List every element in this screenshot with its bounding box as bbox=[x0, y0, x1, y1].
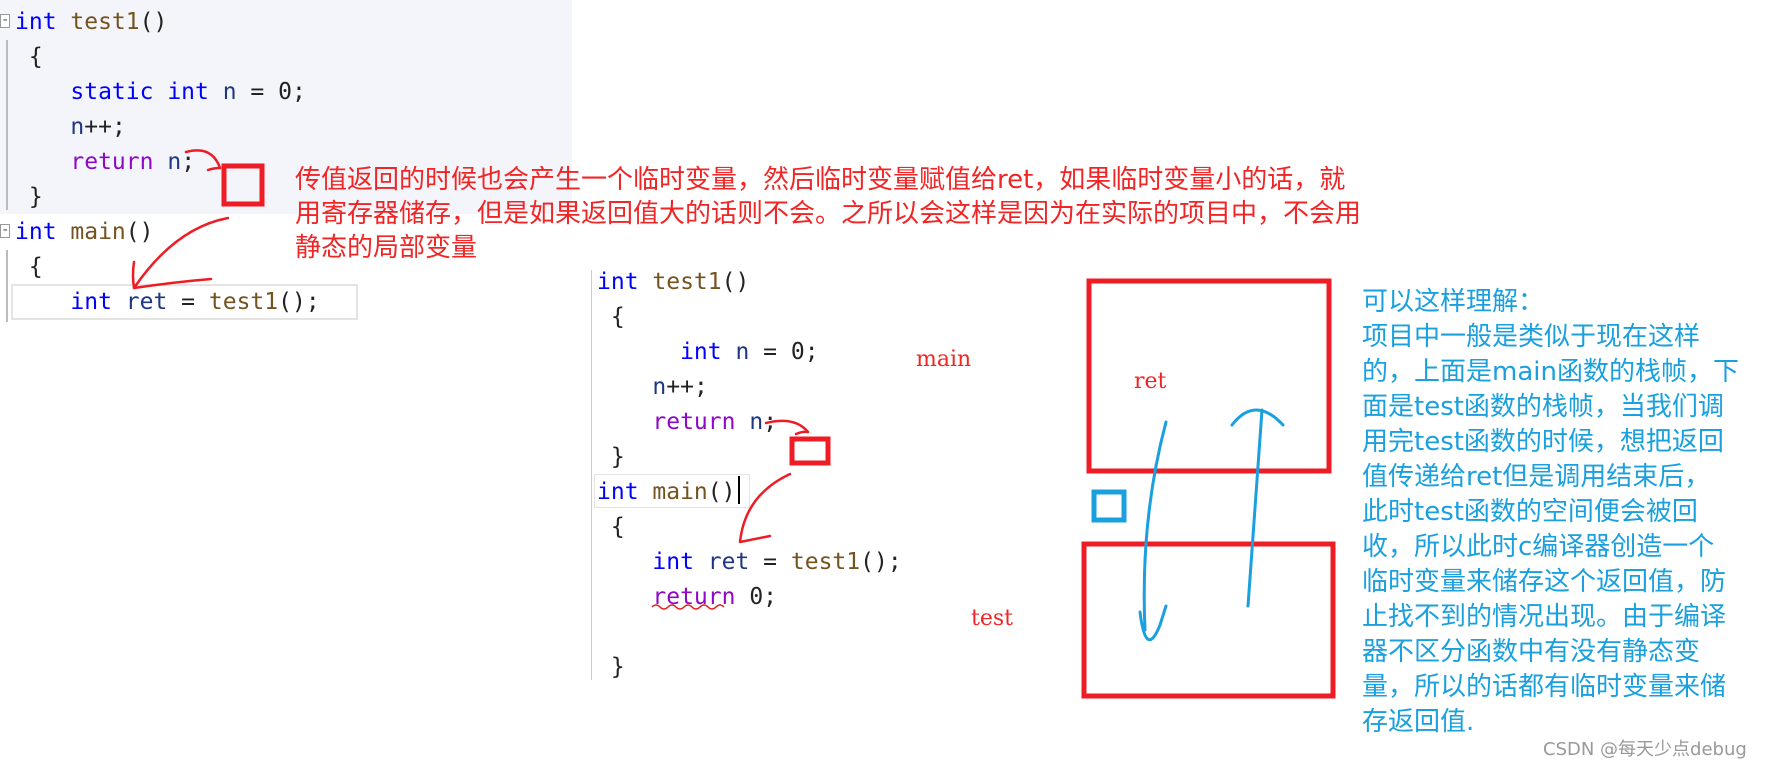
fold-toggle-icon[interactable]: - bbox=[0, 222, 10, 238]
code-token: ++; bbox=[666, 374, 708, 400]
code-line: int test1() bbox=[597, 265, 902, 300]
code-token: } bbox=[15, 184, 43, 210]
code-line: } bbox=[597, 650, 902, 685]
label-test: test bbox=[971, 606, 1013, 631]
code-token: ; bbox=[181, 149, 196, 175]
code-token: } bbox=[597, 654, 625, 680]
text-cursor bbox=[738, 476, 740, 504]
red-arrow-2 bbox=[131, 216, 230, 290]
code-token: return bbox=[15, 149, 154, 175]
code-snippet-bottom[interactable]: int test1() { int n = 0; n++; return n; … bbox=[597, 265, 902, 685]
code-token: = 0; bbox=[749, 339, 819, 365]
fold-toggle-icon[interactable]: - bbox=[0, 12, 10, 28]
code-line: return n; bbox=[15, 145, 320, 180]
code-token: n bbox=[597, 374, 667, 400]
label-ret: ret bbox=[1134, 369, 1167, 394]
code-line: int test1() bbox=[15, 5, 320, 40]
temp-box-blue bbox=[1091, 489, 1127, 523]
red-arrow-1 bbox=[184, 149, 222, 172]
current-line-highlight bbox=[11, 284, 358, 320]
code-line: { bbox=[15, 40, 320, 75]
code-line: } bbox=[597, 440, 902, 475]
code-token: int bbox=[597, 479, 639, 505]
code-token: n bbox=[15, 114, 85, 140]
code-token: { bbox=[15, 44, 43, 70]
code-token: int bbox=[15, 219, 57, 245]
code-token: main bbox=[638, 479, 708, 505]
code-token: = bbox=[749, 549, 791, 575]
temp-box-1 bbox=[221, 163, 265, 207]
code-line: { bbox=[15, 250, 320, 285]
code-token: test1 bbox=[790, 549, 861, 575]
code-token: { bbox=[15, 254, 43, 280]
code-line: int main() bbox=[15, 215, 320, 250]
code-token: int bbox=[597, 339, 722, 365]
code-token: ret bbox=[693, 549, 750, 575]
code-token: main bbox=[56, 219, 126, 245]
editor-gutter-line bbox=[6, 40, 8, 210]
code-token: int bbox=[597, 549, 694, 575]
code-token: () bbox=[721, 269, 750, 295]
blue-arrow-down bbox=[1138, 420, 1168, 642]
code-line: n++; bbox=[15, 110, 320, 145]
code-line: } bbox=[15, 180, 320, 215]
code-line: { bbox=[597, 300, 902, 335]
code-snippet-top[interactable]: int test1() { static int n = 0; n++; ret… bbox=[15, 5, 320, 320]
code-line: { bbox=[597, 510, 902, 545]
code-token: ++; bbox=[84, 114, 126, 140]
code-token: int bbox=[15, 9, 57, 35]
code-token: { bbox=[597, 304, 625, 330]
code-token: int bbox=[597, 269, 639, 295]
temp-box-2 bbox=[789, 436, 831, 466]
test-stack-frame bbox=[1081, 541, 1336, 699]
code-token: int bbox=[153, 79, 209, 105]
code-token: n bbox=[721, 339, 750, 365]
code-token: return bbox=[597, 409, 736, 435]
main-stack-frame bbox=[1086, 278, 1332, 474]
code-token: () bbox=[707, 479, 736, 505]
code-token: 0; bbox=[735, 584, 778, 610]
code-token: test1 bbox=[638, 269, 722, 295]
code-line: n++; bbox=[597, 370, 902, 405]
code-line: int ret = test1(); bbox=[597, 545, 902, 580]
code-token: test1 bbox=[56, 9, 140, 35]
code-token: () bbox=[139, 9, 168, 35]
current-line-highlight bbox=[594, 474, 750, 508]
code-token: ret bbox=[111, 289, 168, 315]
code-token: (); bbox=[860, 549, 902, 575]
code-token: test1 bbox=[208, 289, 279, 315]
red-arrow-3 bbox=[764, 419, 810, 436]
code-token: { bbox=[597, 514, 625, 540]
annotation-red: 传值返回的时候也会产生一个临时变量，然后临时变量赋值给ret，如果临时变量小的话… bbox=[295, 165, 1362, 263]
red-arrow-4 bbox=[738, 472, 792, 544]
code-token: static bbox=[15, 79, 154, 105]
annotation-blue: 可以这样理解： 项目中一般是类似于现在这样 的，上面是main函数的栈帧，下 面… bbox=[1362, 287, 1739, 737]
code-token: n bbox=[735, 409, 764, 435]
code-line: int n = 0; bbox=[597, 335, 902, 370]
code-line: static int n = 0; bbox=[15, 75, 320, 110]
code-line: int main() bbox=[597, 475, 902, 510]
blue-arrow-up bbox=[1230, 408, 1285, 608]
code-token: = 0; bbox=[236, 79, 306, 105]
code-line: int ret = test1(); bbox=[15, 285, 320, 320]
code-token: } bbox=[597, 444, 625, 470]
editor-gutter-line bbox=[6, 250, 8, 322]
code-token: = bbox=[167, 289, 209, 315]
editor-gutter-line bbox=[591, 270, 592, 680]
code-token: n bbox=[208, 79, 237, 105]
code-token: (); bbox=[278, 289, 320, 315]
code-token: () bbox=[125, 219, 154, 245]
label-main: main bbox=[916, 347, 972, 372]
code-token: int bbox=[15, 289, 112, 315]
code-editor-background bbox=[0, 0, 572, 214]
code-token: n bbox=[153, 149, 182, 175]
error-squiggle bbox=[651, 604, 725, 610]
watermark: CSDN @每天少点debug bbox=[1543, 739, 1747, 760]
